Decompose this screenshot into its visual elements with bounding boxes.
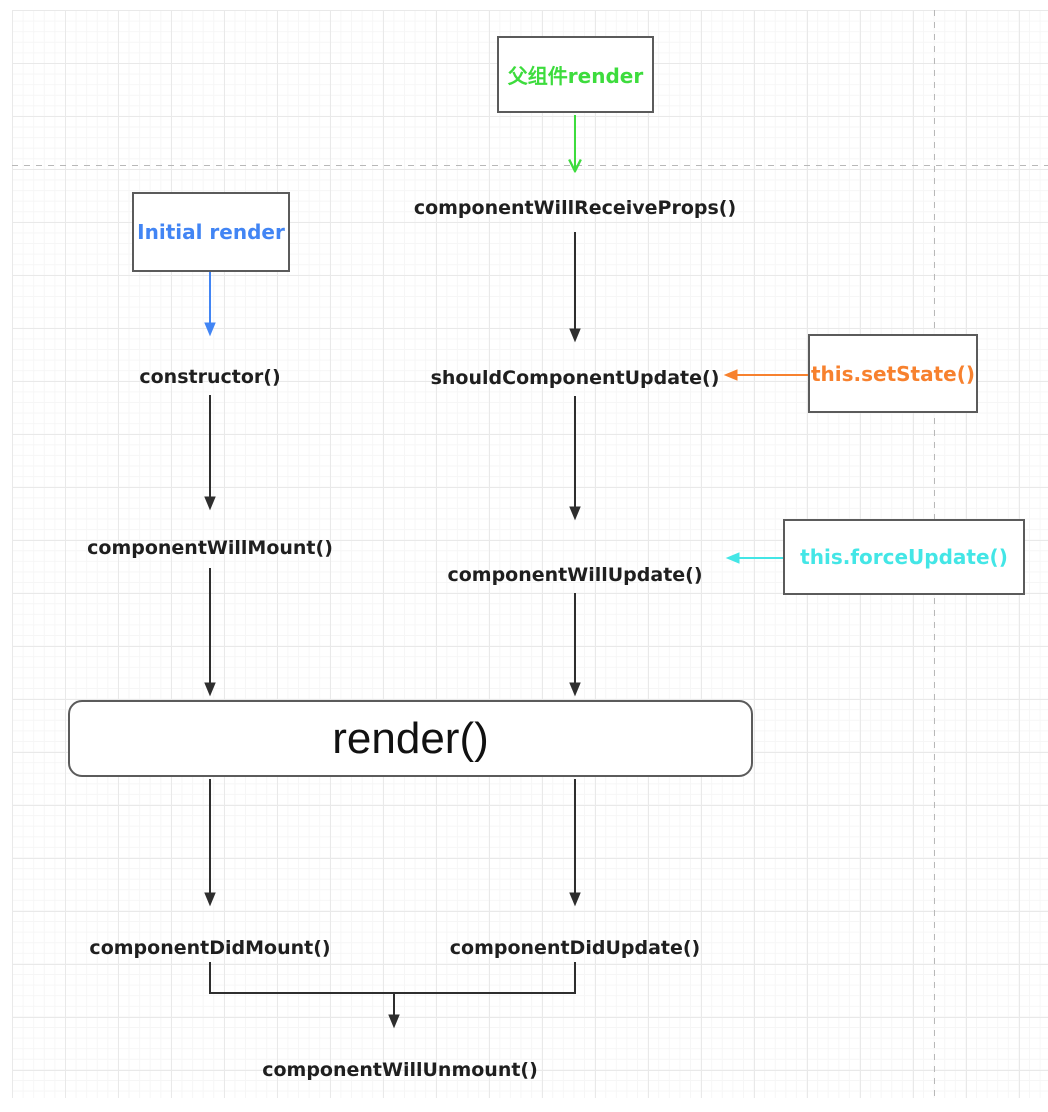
node-constructor: constructor() xyxy=(139,366,281,388)
node-component-will-receive-props: componentWillReceiveProps() xyxy=(413,197,737,219)
node-parent-render-label: 父组件render xyxy=(507,64,644,88)
node-set-state-label: this.setState() xyxy=(810,361,976,386)
node-should-component-update: shouldComponentUpdate() xyxy=(430,367,720,389)
node-render-label: render() xyxy=(332,713,489,763)
node-parent-render: 父组件render xyxy=(497,36,654,113)
node-force-update-label: this.forceUpdate() xyxy=(800,545,1008,569)
node-component-did-mount: componentDidMount() xyxy=(89,937,331,959)
node-component-will-unmount: componentWillUnmount() xyxy=(262,1059,538,1081)
node-component-did-update: componentDidUpdate() xyxy=(449,937,701,959)
node-initial-render: Initial render xyxy=(132,192,290,272)
node-force-update: this.forceUpdate() xyxy=(783,519,1025,595)
node-initial-render-label: Initial render xyxy=(137,220,285,244)
node-render: render() xyxy=(68,700,753,777)
page-break-line-horizontal xyxy=(12,165,1048,166)
node-set-state: this.setState() xyxy=(808,334,978,413)
node-component-will-mount: componentWillMount() xyxy=(87,537,333,559)
node-component-will-update: componentWillUpdate() xyxy=(447,564,703,586)
